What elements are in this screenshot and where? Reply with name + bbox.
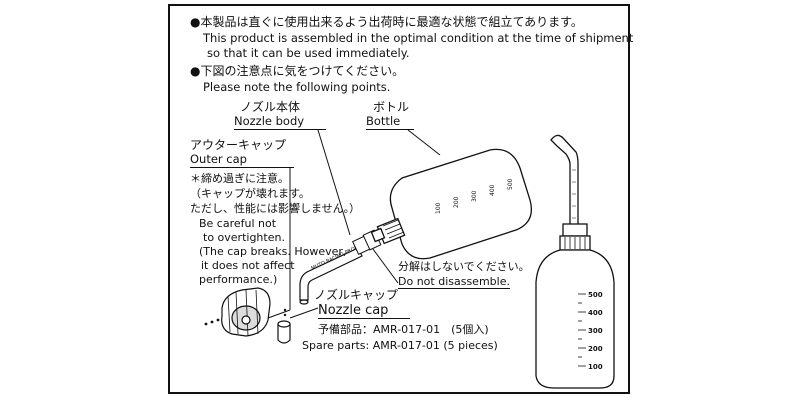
caution-en-1: Be careful not bbox=[199, 217, 277, 230]
svg-text:300: 300 bbox=[471, 190, 478, 202]
label-nozzle-body-jp: ノズル本体 bbox=[240, 100, 301, 114]
leader-no-disassemble bbox=[369, 244, 399, 284]
label-bottle-en: Bottle bbox=[366, 115, 414, 130]
label-nozzle-cap-en: Nozzle cap bbox=[318, 304, 410, 319]
caution-en-3: (The cap breaks. However, bbox=[199, 245, 347, 258]
leader-nozzle-cap bbox=[289, 307, 319, 319]
svg-text:500: 500 bbox=[507, 178, 514, 190]
caution-en-4: it does not affect bbox=[201, 259, 295, 272]
svg-text:400: 400 bbox=[489, 184, 496, 196]
svg-text:200: 200 bbox=[453, 196, 460, 208]
label-nozzle-body-en: Nozzle body bbox=[234, 115, 326, 130]
caution-en-5: performance.) bbox=[199, 273, 278, 286]
note-points-en: Please note the following points. bbox=[203, 80, 391, 94]
spare-parts-en: Spare parts: AMR-017-01 (5 pieces) bbox=[302, 339, 498, 352]
nozzle-cap bbox=[277, 320, 291, 344]
nozzle-body bbox=[299, 247, 363, 305]
bottle-lying bbox=[370, 148, 533, 260]
caution-en-2: to overtighten. bbox=[203, 231, 285, 244]
note-assembled-en-b: so that it can be used immediately. bbox=[207, 46, 410, 60]
scale-label: 400 bbox=[588, 309, 603, 317]
note-assembled-en-a: This product is assembled in the optimal… bbox=[203, 31, 634, 45]
leader-bottle bbox=[407, 129, 441, 156]
leader-outer-cap-2 bbox=[267, 309, 291, 319]
label-no-disassemble-jp: 分解はしないでください。 bbox=[398, 260, 530, 273]
label-outer-cap-jp: アウターキャップ bbox=[190, 138, 287, 152]
label-nozzle-cap-jp: ノズルキャップ bbox=[314, 288, 399, 302]
caution-jp-2: （キャップが壊れます。 bbox=[190, 187, 310, 200]
bottle-upright bbox=[535, 134, 615, 389]
scale-label: 500 bbox=[588, 291, 603, 299]
nozzle-cap-dots bbox=[283, 308, 287, 317]
outer-cap bbox=[221, 287, 271, 337]
scale-label: 200 bbox=[588, 345, 603, 353]
svg-text:100: 100 bbox=[435, 202, 442, 214]
label-outer-cap-en: Outer cap bbox=[190, 153, 294, 168]
label-bottle-jp: ボトル bbox=[373, 100, 410, 114]
outer-cap-dots bbox=[204, 318, 220, 326]
bottle-upright-scale: 500 400 300 200 100 bbox=[588, 291, 603, 371]
note-assembled-jp: ●本製品は直ぐに使用出来るよう出荷時に最適な状態で組立てあります。 bbox=[190, 15, 583, 29]
scale-label: 100 bbox=[588, 363, 603, 371]
caution-jp-3: ただし、性能には影響しません。） bbox=[190, 202, 361, 215]
scale-label: 300 bbox=[588, 327, 603, 335]
leader-nozzle-body bbox=[317, 129, 351, 236]
caution-jp-1: ＊締め過ぎに注意。 bbox=[190, 172, 289, 185]
nozzle-collar bbox=[352, 229, 382, 255]
label-no-disassemble-en: Do not disassemble. bbox=[398, 275, 510, 289]
bottle-lying-scale: 100 200 300 400 500 bbox=[435, 178, 514, 214]
spare-parts-jp: 予備部品：AMR-017-01 (5個入) bbox=[318, 323, 489, 336]
note-points-jp: ●下図の注意点に気をつけてください。 bbox=[190, 64, 405, 78]
